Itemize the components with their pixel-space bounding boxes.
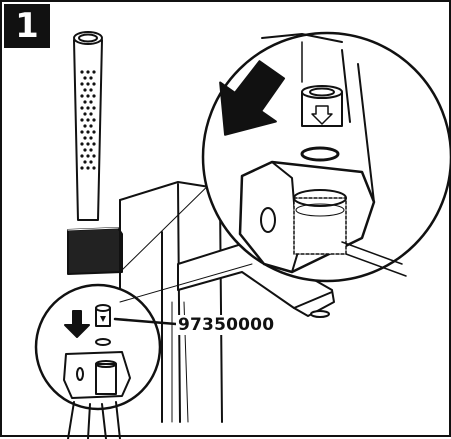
large-zoom-circle — [201, 31, 451, 283]
small-zoom-circle — [34, 283, 178, 439]
hand-shower-icon — [73, 31, 103, 221]
shower-holder — [67, 227, 123, 275]
spray-nozzles — [80, 70, 96, 170]
aerator-insert-icon — [301, 85, 343, 127]
step-number-badge: 1 — [4, 4, 50, 48]
down-arrow-icon — [219, 60, 286, 136]
part-number-label: 97350000 — [176, 315, 277, 335]
